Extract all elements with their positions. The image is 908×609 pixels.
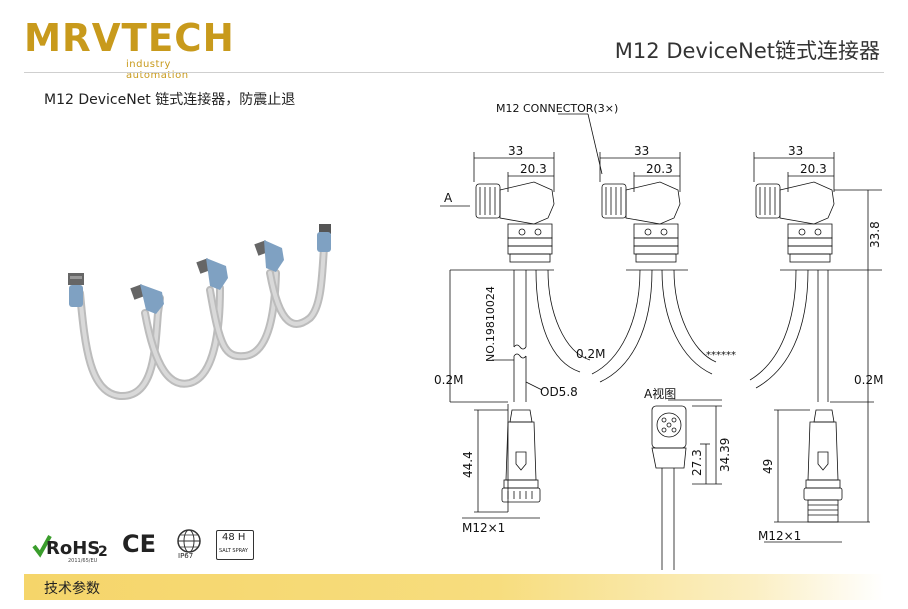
cable-od: OD5.8: [540, 385, 578, 399]
brand-logo: MRVTECH industry automation: [24, 16, 235, 81]
brand-tagline: industry automation: [126, 59, 189, 81]
thread-right: M12×1: [758, 529, 801, 543]
page-title: M12 DeviceNet链式连接器: [614, 39, 880, 63]
section-label: 技术参数: [44, 581, 100, 597]
connector-label: M12 CONNECTOR(3×): [496, 102, 618, 115]
checkmark-icon: [32, 535, 52, 558]
dim-body: 20.3: [520, 162, 547, 176]
cable-length-mid: 0.2M: [576, 347, 605, 361]
rohs-badge: RoHS 2 2011/65/EU: [32, 530, 114, 564]
globe-icon: [177, 529, 201, 553]
product-description: M12 DeviceNet 链式连接器，防震止退: [44, 92, 296, 108]
header-divider: [24, 72, 884, 73]
brand-name: MRVTECH: [24, 16, 235, 60]
dim-overall: 33: [788, 144, 803, 158]
dim-height: 33.8: [868, 221, 882, 248]
view-label: A视图: [644, 386, 676, 401]
dim-view-outer: 34.39: [718, 438, 732, 472]
right-angle-connector: [196, 258, 228, 290]
right-angle-connector: [254, 240, 284, 272]
female-connector: [317, 224, 331, 252]
dim-view-inner: 27.3: [690, 449, 704, 476]
part-number: NO.19810024: [484, 286, 497, 362]
technical-drawing: M12 CONNECTOR(3×) 33 20.3 33 20.3 33 20.…: [434, 102, 883, 570]
continuation-mark: ******: [706, 350, 736, 361]
ce-mark: CE: [122, 530, 157, 558]
view-marker: A: [444, 191, 453, 205]
section-bar: 技术参数: [24, 574, 884, 600]
right-angle-connector: [130, 284, 164, 314]
product-photo: [68, 224, 331, 400]
dim-female-length: 44.4: [461, 451, 475, 478]
dim-male-length: 49: [761, 459, 775, 474]
dim-overall: 33: [508, 144, 523, 158]
cable: [78, 291, 162, 399]
certification-row: RoHS 2 2011/65/EU CE IP67 48 H SALT SPRA…: [32, 526, 272, 566]
male-connector: [68, 273, 84, 307]
cable: [268, 246, 326, 326]
dim-body: 20.3: [646, 162, 673, 176]
thread-left: M12×1: [462, 521, 505, 535]
salt-spray-badge: 48 H SALT SPRAY: [216, 530, 254, 560]
cable: [208, 271, 278, 359]
cable-length-right: 0.2M: [854, 373, 883, 387]
dim-body: 20.3: [800, 162, 827, 176]
ip67-badge: IP67: [174, 528, 204, 562]
dim-overall: 33: [634, 144, 649, 158]
cable-length-left: 0.2M: [434, 373, 463, 387]
